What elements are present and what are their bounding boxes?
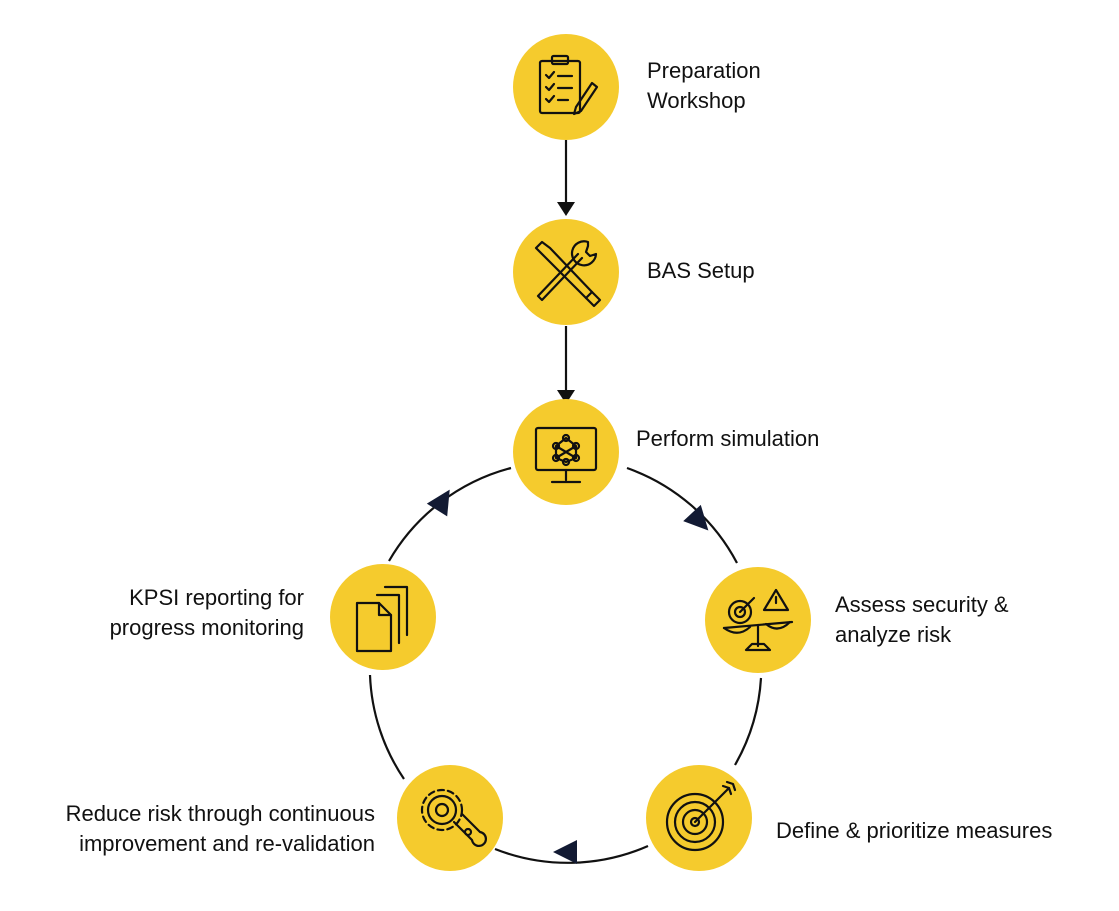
label-bas-setup: BAS Setup [647,256,755,286]
step-preparation [513,34,619,140]
label-preparation: Preparation Workshop [647,56,761,116]
cycle-arc-5 [388,466,512,562]
step-define-measures [646,765,752,871]
arrowheads [426,202,709,864]
cycle-arrowhead-1 [683,504,709,531]
target-scale-warning-icon [722,588,794,652]
cycle-arc-2 [734,677,763,766]
label-line: analyze risk [835,622,952,647]
label-line: Reduce risk through continuous [65,801,375,826]
label-perform-simulation: Perform simulation [636,424,819,454]
label-line: KPSI reporting for [129,585,304,610]
label-line: BAS Setup [647,258,755,283]
cycle-arc-1 [626,466,738,564]
label-line: Preparation [647,58,761,83]
step-bas-setup [513,219,619,325]
label-line: Workshop [647,88,746,113]
label-kpsi-reporting: KPSI reporting for progress monitoring [110,583,304,643]
label-line: improvement and re-validation [79,831,375,856]
cycle-arc-3 [494,844,649,864]
step-kpsi-reporting [330,564,436,670]
gear-wrench-icon [420,788,487,847]
monitor-network-icon [534,426,598,484]
arrowhead-down-2 [557,390,575,404]
label-line: progress monitoring [109,615,304,640]
checklist-icon [538,54,599,116]
cycle-arrowhead-2 [553,840,577,864]
cycle-arrowhead-3 [426,489,450,517]
label-line: Perform simulation [636,426,820,451]
documents-icon [355,585,409,653]
cycle-arc-4 [368,674,405,780]
label-line: Assess security & [835,592,1009,617]
target-arrow-icon [665,780,737,852]
tools-icon [534,240,602,308]
step-assess-security [705,567,811,673]
label-line: Define & prioritize measures [776,818,1053,843]
step-perform-simulation [513,399,619,505]
arrowhead-down-1 [557,202,575,216]
label-reduce-risk: Reduce risk through continuous improveme… [66,799,375,859]
label-assess-security: Assess security & analyze risk [835,590,1009,650]
step-reduce-risk [397,765,503,871]
label-define-measures: Define & prioritize measures [776,816,1052,846]
